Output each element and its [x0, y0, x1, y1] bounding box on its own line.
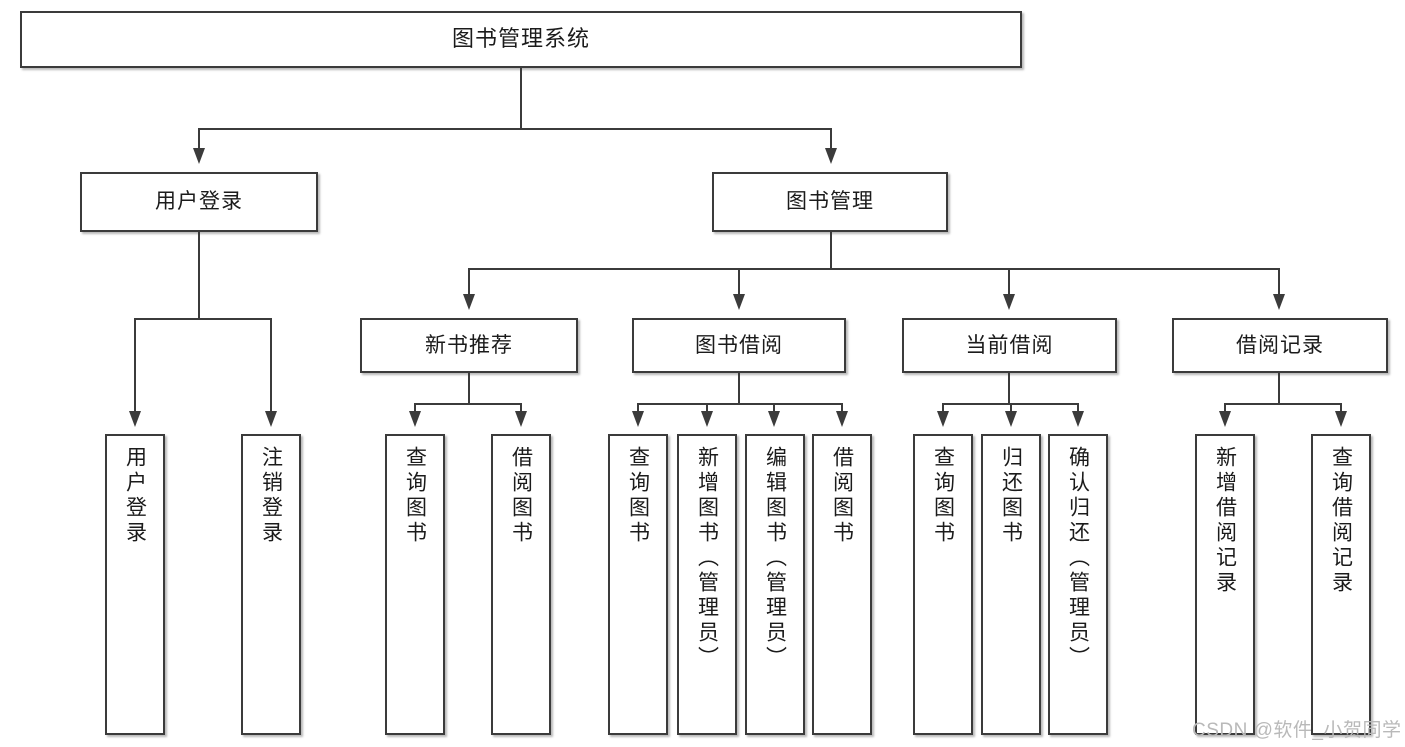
leaf-new-book-query-book[interactable]: 查询图书 — [385, 434, 445, 735]
node-label: 查询图书 — [626, 446, 650, 546]
node-label: 借阅图书 — [830, 446, 854, 546]
connector-root-stem — [520, 68, 522, 128]
connector-current-borrow-stem — [1008, 373, 1010, 405]
leaf-borrow-record-add-record[interactable]: 新增借阅记录 — [1195, 434, 1255, 735]
node-label: 新书推荐 — [425, 333, 513, 357]
connector-new-book-bar — [414, 403, 522, 405]
node-label: 确认归还（管理员） — [1066, 446, 1090, 671]
node-label: 新增借阅记录 — [1213, 446, 1237, 596]
leaf-user-login-login[interactable]: 用户登录 — [105, 434, 165, 735]
connector-root-bar — [198, 128, 832, 130]
connector-book-mgmt-stem — [830, 232, 832, 270]
arrow-book-borrow-leaf-2 — [701, 411, 713, 427]
node-label: 借阅图书 — [509, 446, 533, 546]
connector-book-mgmt-drop-4 — [1278, 268, 1280, 296]
connector-borrow-record-stem — [1278, 373, 1280, 405]
leaf-current-borrow-return-book[interactable]: 归还图书 — [981, 434, 1041, 735]
connector-book-mgmt-bar — [468, 268, 1280, 270]
arrow-book-mgmt-to-new-book — [463, 294, 475, 310]
node-user-login[interactable]: 用户登录 — [80, 172, 318, 232]
connector-new-book-stem — [468, 373, 470, 405]
node-label: 借阅记录 — [1236, 333, 1324, 357]
connector-user-login-drop-1 — [134, 318, 136, 413]
connector-user-login-bar — [134, 318, 271, 320]
connector-new-book-drop-1 — [414, 403, 416, 413]
arrow-current-borrow-leaf-2 — [1005, 411, 1017, 427]
leaf-book-borrow-borrow-book[interactable]: 借阅图书 — [812, 434, 872, 735]
connector-new-book-drop-2 — [520, 403, 522, 413]
leaf-user-login-logout[interactable]: 注销登录 — [241, 434, 301, 735]
node-label: 用户登录 — [123, 446, 147, 546]
connector-borrow-record-drop-2 — [1340, 403, 1342, 413]
connector-book-borrow-drop-1 — [637, 403, 639, 413]
arrow-user-login-leaf-2 — [265, 411, 277, 427]
connector-book-borrow-drop-2 — [706, 403, 708, 413]
node-new-book-recommend[interactable]: 新书推荐 — [360, 318, 578, 373]
connector-book-borrow-bar — [637, 403, 843, 405]
arrow-book-mgmt-to-borrow-record — [1273, 294, 1285, 310]
arrow-borrow-record-leaf-1 — [1219, 411, 1231, 427]
connector-book-mgmt-drop-2 — [738, 268, 740, 296]
node-label: 查询借阅记录 — [1329, 446, 1353, 596]
connector-book-borrow-drop-3 — [773, 403, 775, 413]
connector-book-mgmt-drop-3 — [1008, 268, 1010, 296]
arrow-user-login-leaf-1 — [129, 411, 141, 427]
node-label: 当前借阅 — [965, 333, 1054, 357]
leaf-current-borrow-query-book[interactable]: 查询图书 — [913, 434, 973, 735]
arrow-current-borrow-leaf-3 — [1072, 411, 1084, 427]
node-label: 编辑图书（管理员） — [763, 446, 787, 671]
csdn-watermark: CSDN @软件_小贺同学 — [1192, 720, 1402, 741]
leaf-book-borrow-add-book[interactable]: 新增图书（管理员） — [677, 434, 737, 735]
node-current-borrow[interactable]: 当前借阅 — [902, 318, 1117, 373]
connector-book-borrow-drop-4 — [841, 403, 843, 413]
connector-root-to-user-login — [198, 128, 200, 150]
arrow-book-mgmt-to-book-borrow — [733, 294, 745, 310]
connector-borrow-record-drop-1 — [1224, 403, 1226, 413]
leaf-current-borrow-confirm-return[interactable]: 确认归还（管理员） — [1048, 434, 1108, 735]
arrow-book-borrow-leaf-4 — [836, 411, 848, 427]
connector-borrow-record-bar — [1224, 403, 1342, 405]
connector-user-login-stem — [198, 232, 200, 320]
node-label: 查询图书 — [931, 446, 955, 546]
node-book-management[interactable]: 图书管理 — [712, 172, 948, 232]
leaf-new-book-borrow-book[interactable]: 借阅图书 — [491, 434, 551, 735]
connector-book-borrow-stem — [738, 373, 740, 405]
connector-book-mgmt-drop-1 — [468, 268, 470, 296]
node-book-borrow[interactable]: 图书借阅 — [632, 318, 846, 373]
node-borrow-record[interactable]: 借阅记录 — [1172, 318, 1388, 373]
node-label: 新增图书（管理员） — [695, 446, 719, 671]
node-label: 图书借阅 — [695, 333, 783, 357]
node-label: 注销登录 — [259, 446, 283, 546]
node-label: 图书管理 — [786, 190, 874, 214]
connector-root-to-book-mgmt — [830, 128, 832, 150]
node-label: 查询图书 — [403, 446, 427, 546]
arrow-book-mgmt-to-current-borrow — [1003, 294, 1015, 310]
leaf-book-borrow-edit-book[interactable]: 编辑图书（管理员） — [745, 434, 805, 735]
arrow-root-to-user-login — [193, 148, 205, 164]
arrow-root-to-book-mgmt — [825, 148, 837, 164]
arrow-new-book-leaf-2 — [515, 411, 527, 427]
connector-current-borrow-drop-1 — [942, 403, 944, 413]
connector-current-borrow-drop-3 — [1077, 403, 1079, 413]
connector-user-login-drop-2 — [270, 318, 272, 413]
arrow-borrow-record-leaf-2 — [1335, 411, 1347, 427]
node-label: 图书管理系统 — [451, 26, 590, 52]
arrow-book-borrow-leaf-1 — [632, 411, 644, 427]
node-root-system[interactable]: 图书管理系统 — [20, 11, 1022, 68]
arrow-new-book-leaf-1 — [409, 411, 421, 427]
connector-current-borrow-drop-2 — [1010, 403, 1012, 413]
leaf-book-borrow-query-book[interactable]: 查询图书 — [608, 434, 668, 735]
node-label: 归还图书 — [999, 446, 1023, 546]
arrow-book-borrow-leaf-3 — [768, 411, 780, 427]
node-label: 用户登录 — [155, 190, 243, 214]
arrow-current-borrow-leaf-1 — [937, 411, 949, 427]
leaf-borrow-record-query-record[interactable]: 查询借阅记录 — [1311, 434, 1371, 735]
